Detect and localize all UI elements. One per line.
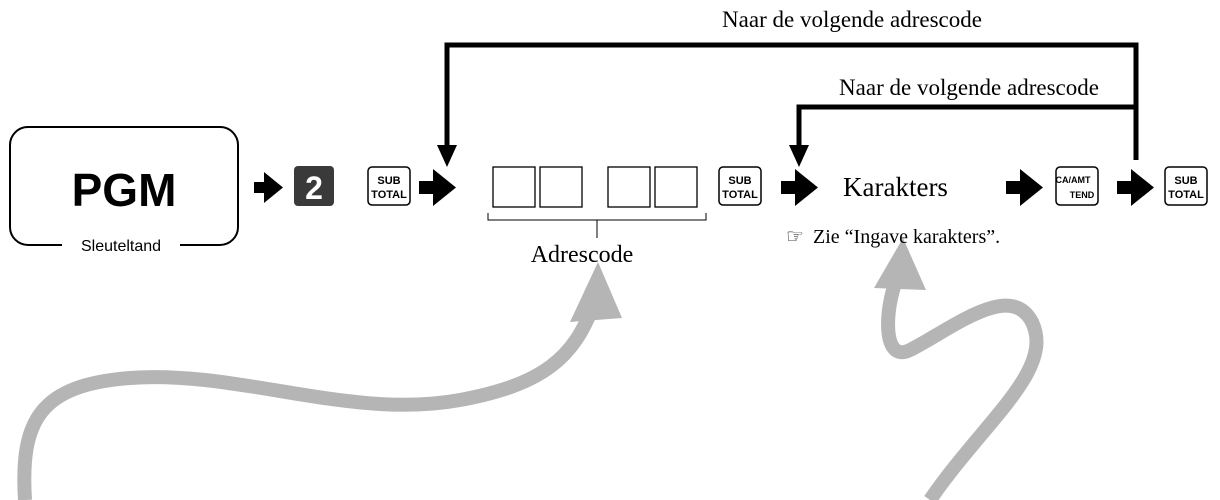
loop-label-outer: Naar de volgende adrescode — [722, 7, 982, 32]
arrow-1 — [254, 172, 283, 203]
mode-label: PGM — [72, 164, 177, 216]
subtotal-key-1-bottom: TOTAL — [371, 189, 407, 201]
subtotal-key-2: SUB TOTAL — [718, 166, 762, 206]
subtotal-key-1-top: SUB — [377, 175, 400, 187]
number-key-2: 2 — [294, 166, 334, 206]
loop-label-inner: Naar de volgende adrescode — [839, 75, 1099, 100]
arrow-2 — [419, 169, 456, 206]
ca-amt-tend-key: CA/AMT TEND — [1055, 166, 1099, 206]
arrow-5 — [1117, 169, 1154, 206]
subtotal-key-3-bottom: TOTAL — [1168, 189, 1204, 201]
subtotal-key-3: SUB TOTAL — [1164, 166, 1208, 206]
gray-curve-left — [17, 262, 622, 500]
loop-arrow-outer — [437, 42, 1139, 167]
mode-key-box: PGM Sleuteltand — [9, 126, 239, 255]
address-code-label: Adrescode — [531, 242, 634, 268]
arrow-3 — [781, 169, 818, 206]
subtotal-key-1: SUB TOTAL — [367, 166, 411, 206]
mode-caption: Sleuteltand — [81, 238, 161, 255]
see-reference-text: Zie “Ingave karakters”. — [813, 226, 1000, 248]
loop-arrow-inner — [789, 104, 1136, 167]
gray-curve-right — [874, 238, 1044, 500]
number-key-label: 2 — [305, 170, 323, 206]
subtotal-key-2-top: SUB — [728, 175, 751, 187]
address-code-boxes — [492, 166, 698, 208]
address-code-bracket — [487, 213, 707, 238]
characters-label: Karakters — [843, 172, 948, 202]
ca-amt-key-bottom: TEND — [1070, 190, 1095, 200]
ca-amt-key-top: CA/AMT — [1056, 175, 1091, 185]
subtotal-key-2-bottom: TOTAL — [722, 189, 758, 201]
arrow-4 — [1006, 169, 1043, 206]
subtotal-key-3-top: SUB — [1174, 175, 1197, 187]
hand-pointer-icon: ☞ — [786, 226, 804, 248]
